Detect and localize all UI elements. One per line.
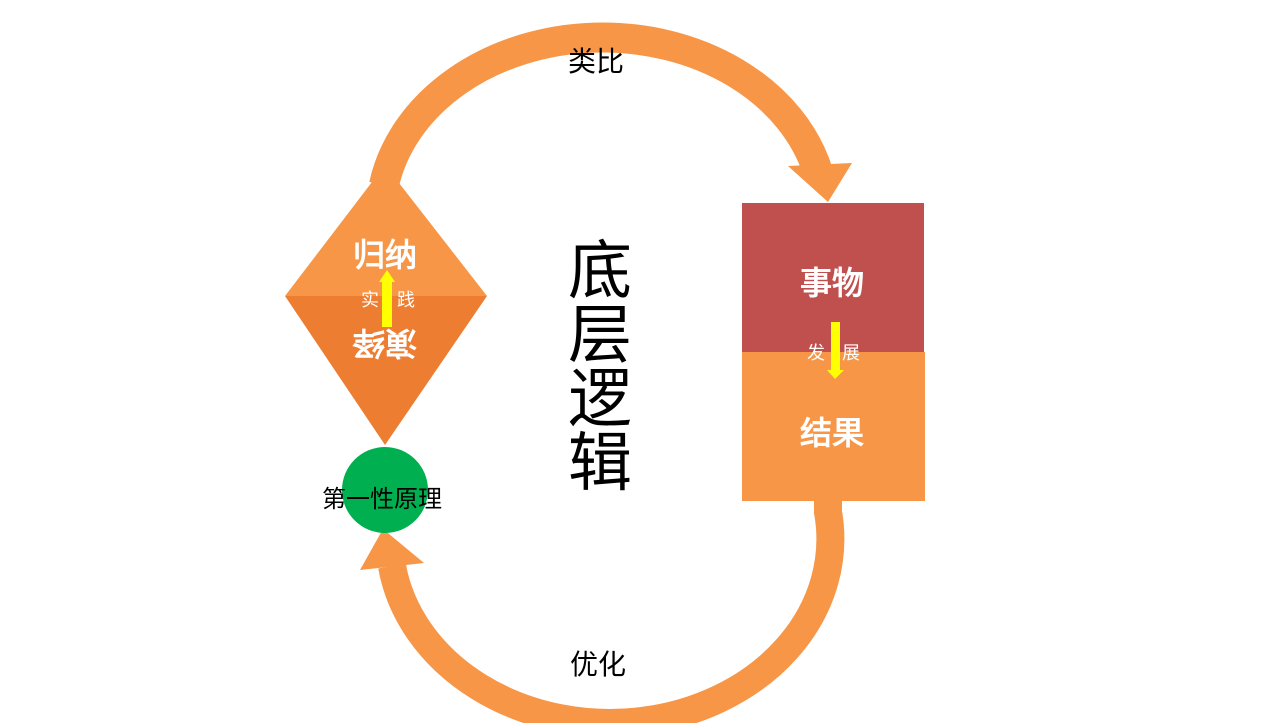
top-curved-arrow [369,22,833,189]
analogy-label: 类比 [568,45,625,78]
induction-label: 归纳 [353,236,418,274]
result-label: 结果 [800,414,865,452]
develop-left: 发 [807,343,825,364]
diamond-top-half [285,165,487,296]
bottom-arrowhead [360,529,424,570]
top-arrowhead [788,163,852,202]
bottom-curved-arrow [378,500,845,723]
first-principle-circle [342,447,428,533]
practice-left: 实 [361,290,379,311]
main-title: 底层逻辑 [568,235,632,501]
develop-right: 展 [842,343,860,364]
first-principle-label: 第一性原理 [322,485,442,513]
diamond-bottom-half [285,296,487,445]
yellow-up-arrow-icon [379,270,395,327]
yellow-down-arrow-icon [827,322,844,379]
deduction-label: 演绎 [353,324,418,362]
practice-right: 践 [397,290,415,311]
thing-label: 事物 [800,264,865,302]
optimize-label: 优化 [570,648,627,681]
